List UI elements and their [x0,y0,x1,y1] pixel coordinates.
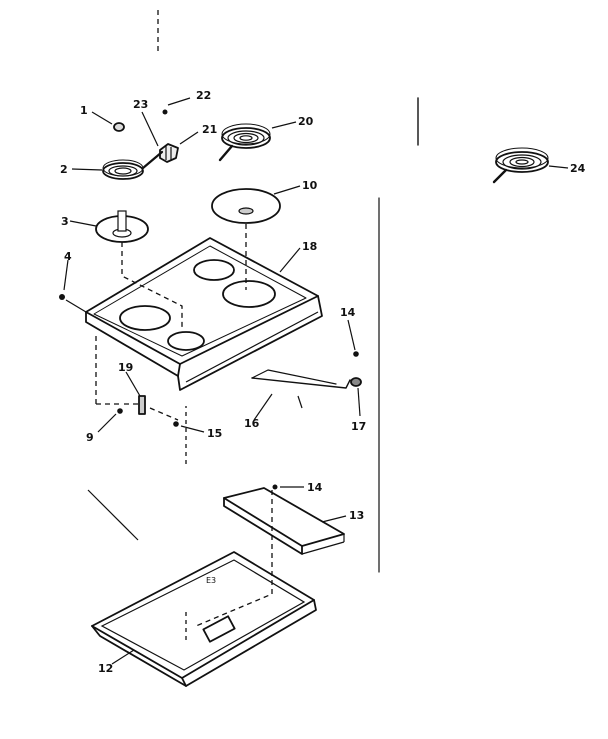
part-16-wire-bracket: 16 [244,369,351,430]
callout-22: 22 [196,89,211,102]
callout-23: 23 [133,98,148,111]
callout-21: 21 [202,123,217,136]
part-23-lead: 23 [133,98,164,170]
callout-13: 13 [349,509,364,522]
callout-14b: 14 [307,481,323,494]
part-19-bracket: 19 [118,361,146,415]
callout-19: 19 [118,361,133,374]
part-3-small-drip-pan: 3 [61,210,149,243]
callout-12: 12 [98,662,113,675]
scan-artifacts [87,10,419,573]
callout-3: 3 [61,215,69,228]
part-14-screw-upper: 14 [340,306,359,357]
part-17-clip: 17 [350,377,366,433]
callout-10: 10 [302,179,318,192]
part-21-terminal-block: 21 [159,123,217,163]
part-9-screw: 9 [86,408,123,444]
part-15-screw: 15 [173,421,222,440]
part-18-cooktop: 18 [85,237,323,391]
part-2-small-element: 2 [60,159,144,180]
callout-16: 16 [244,417,260,430]
callout-20: 20 [298,115,314,128]
callout-14a: 14 [340,306,356,319]
alignment-lines [95,224,273,640]
part-12-burner-box: E3 12 [91,551,317,687]
part-13-panel-cover: 13 [223,487,364,555]
callout-17: 17 [351,420,366,433]
part-24-surface-element: 24 [492,147,586,184]
part-20-large-element: 20 [218,115,314,162]
callout-9: 9 [86,431,94,444]
part-22-screw: 22 [162,89,211,115]
callout-18: 18 [302,240,317,253]
callout-4: 4 [64,250,72,263]
part-10-large-drip-pan: 10 [211,179,318,224]
part-1-cap: 1 [80,104,125,132]
part-14-screw-lower: 14 [272,481,323,494]
part-marking: E3 [206,576,216,585]
callout-15: 15 [207,427,222,440]
part-4-screw: 4 [59,250,87,313]
callout-24: 24 [570,162,586,175]
callout-1: 1 [80,104,88,117]
callout-2: 2 [60,163,68,176]
